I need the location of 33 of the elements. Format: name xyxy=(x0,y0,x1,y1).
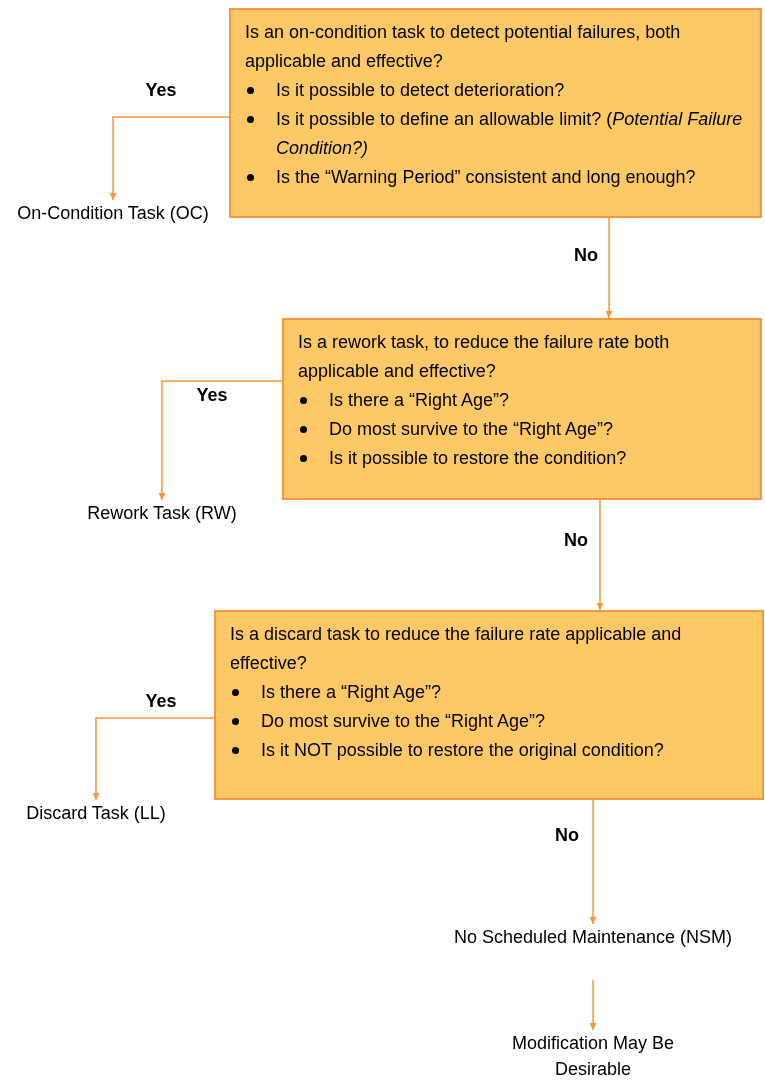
criterion-text: Do most survive to the “Right Age”? xyxy=(261,710,546,733)
criterion-text: Is it NOT possible to restore the original condition? xyxy=(261,739,664,762)
criterion-text: Do most survive to the “Right Age”? xyxy=(329,418,614,441)
criterion-text: Is it possible to restore the condition? xyxy=(329,447,627,470)
arrow xyxy=(589,979,597,1031)
outcome-text: Rework Task (RW) xyxy=(62,500,262,556)
criterion-text: Is it possible to detect deterioration? xyxy=(276,79,565,102)
criterion-text: Is it possible to define an allowable limit? (Potential Failure Condition?) xyxy=(276,108,744,160)
outcome-text: On-Condition Task (OC) xyxy=(13,200,213,256)
arrow xyxy=(109,116,230,201)
criterion-text: Is there a “Right Age”? xyxy=(261,681,442,704)
outcome-text: No Scheduled Maintenance (NSM) xyxy=(433,924,753,980)
arrow xyxy=(158,380,283,501)
edge-label: Yes xyxy=(195,384,229,407)
arrow xyxy=(92,717,215,801)
arrow xyxy=(589,799,597,925)
question-text: Is a discard task to reduce the failure rate applicable and effective? xyxy=(230,623,683,675)
outcome-text: Discard Task (LL) xyxy=(6,800,186,856)
decision-box xyxy=(214,610,764,800)
criterion-text: Is the “Warning Period” consistent and long enough? xyxy=(276,166,696,189)
question-text: Is an on-condition task to detect potential failures, both applicable and effective? xyxy=(245,21,682,73)
edge-label: Yes xyxy=(144,79,178,102)
edge-label: No xyxy=(573,244,599,267)
edge-label: No xyxy=(554,824,580,847)
decision-box xyxy=(229,8,762,218)
edge-label: No xyxy=(563,529,589,552)
decision-box xyxy=(282,318,762,500)
question-text: Is a rework task, to reduce the failure rate both applicable and effective? xyxy=(298,331,671,383)
arrow xyxy=(596,499,604,611)
edge-label: Yes xyxy=(144,690,178,713)
outcome-text: Modification May Be Desirable xyxy=(493,1030,693,1086)
criterion-text: Is there a “Right Age”? xyxy=(329,389,510,412)
arrow xyxy=(605,217,613,319)
